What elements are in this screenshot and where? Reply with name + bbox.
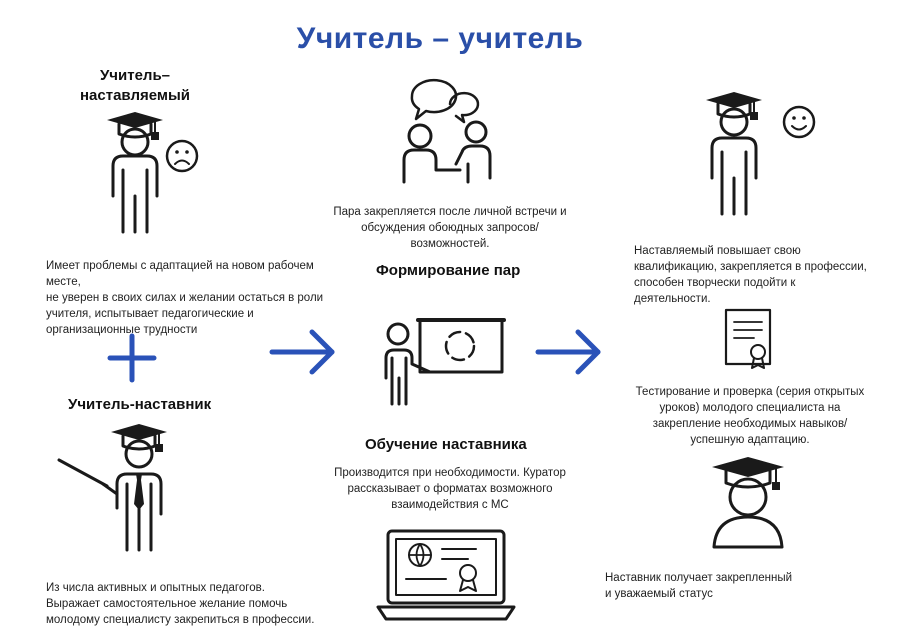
mentor-desc-line: Из числа активных и опытных педагогов. <box>46 582 265 594</box>
mentor-heading: Учитель-наставник <box>68 396 212 413</box>
growth-desc-line: способен творчески подойти к <box>634 277 796 289</box>
graduate-happy-icon <box>706 92 816 216</box>
pairing-desc-line: обсуждения обоюдных запросов/ <box>361 222 539 234</box>
growth-desc-line: деятельности. <box>634 293 711 305</box>
mentee-heading: Учитель– наставляемый <box>70 66 200 106</box>
graduate-sad-icon <box>107 112 199 234</box>
pairing-desc-line: возможностей. <box>410 238 490 250</box>
graduate-bust-icon <box>712 457 784 549</box>
plus-icon <box>107 333 157 383</box>
right-arrow-icon <box>269 329 335 375</box>
training-description: Производится при необходимости. Куратор … <box>325 465 575 513</box>
testing-desc-line: успешную адаптацию. <box>690 434 810 446</box>
testing-description: Тестирование и проверка (серия открытых … <box>630 384 870 448</box>
status-description: Наставник получает закрепленный и уважае… <box>605 570 855 602</box>
mentor-desc-line: Выражает самостоятельное желание помочь <box>46 598 288 610</box>
growth-description: Наставляемый повышает свою квалификацию,… <box>634 243 884 307</box>
pairing-description: Пара закрепляется после личной встречи и… <box>320 204 580 252</box>
mentee-desc-line: организационные трудности <box>46 324 198 336</box>
mentee-description: Имеет проблемы с адаптацией на новом раб… <box>46 258 346 338</box>
certificate-icon <box>724 308 772 369</box>
training-desc-line: рассказывает о форматах возможного <box>347 483 553 495</box>
teacher-pointer-icon <box>57 424 167 552</box>
mentor-description: Из числа активных и опытных педагогов. В… <box>46 580 336 628</box>
page-title: Учитель – учитель <box>296 22 584 55</box>
testing-desc-line: Тестирование и проверка (серия открытых <box>635 386 865 398</box>
mentor-desc-line: молодому специалисту закрепиться в профе… <box>46 614 315 626</box>
presenter-board-icon <box>384 318 506 406</box>
mentee-heading-line1: Учитель– <box>99 67 171 84</box>
testing-desc-line: уроков) молодого специалиста на <box>659 402 841 414</box>
growth-desc-line: Наставляемый повышает свою <box>634 245 801 257</box>
training-desc-line: взаимодействия с МС <box>391 499 509 511</box>
status-desc-line: Наставник получает закрепленный <box>605 572 793 584</box>
right-arrow-icon <box>535 329 601 375</box>
pairing-heading: Формирование пар <box>376 262 521 279</box>
training-desc-line: Производится при необходимости. Куратор <box>334 467 566 479</box>
growth-desc-line: квалификацию, закрепляется в профессии, <box>634 261 867 273</box>
testing-desc-line: закрепление необходимых навыков/ <box>652 418 848 430</box>
mentee-desc-line: не уверен в своих силах и желании остать… <box>46 292 324 304</box>
mentee-desc-line: Имеет проблемы с адаптацией на новом раб… <box>46 260 314 288</box>
pairing-desc-line: Пара закрепляется после личной встречи и <box>333 206 567 218</box>
people-chat-icon <box>402 78 492 184</box>
training-heading: Обучение наставника <box>365 436 527 453</box>
laptop-certificate-icon <box>376 529 516 621</box>
status-desc-line: и уважаемый статус <box>605 588 713 600</box>
mentee-heading-line2: наставляемый <box>79 87 190 104</box>
mentee-desc-line: учителя, испытывает педагогические и <box>46 308 254 320</box>
